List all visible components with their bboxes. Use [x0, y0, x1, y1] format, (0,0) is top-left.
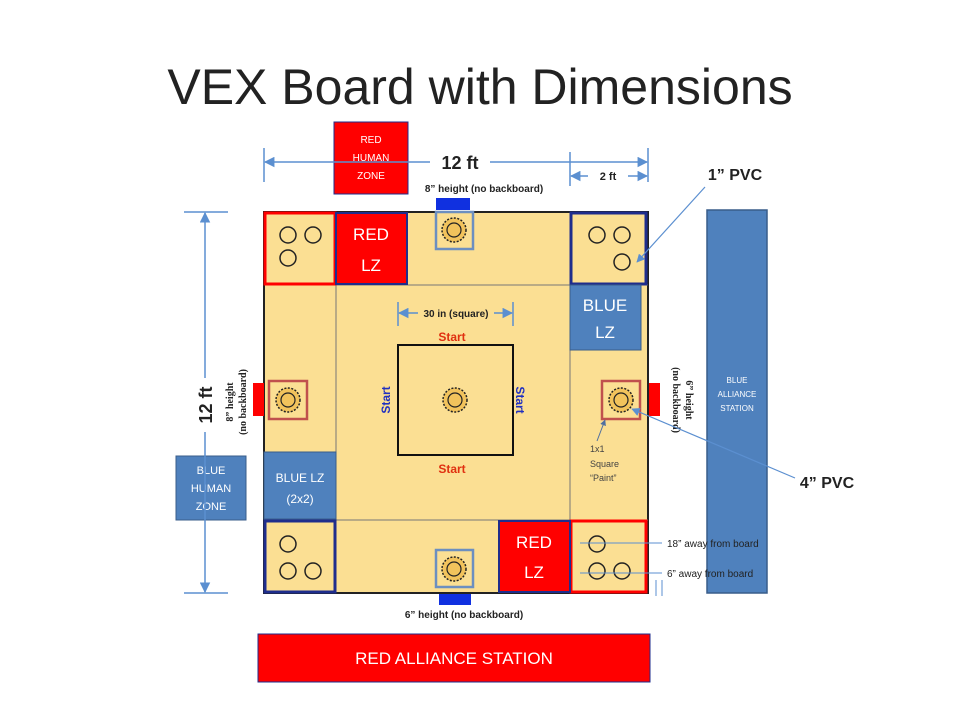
- ball: [304, 226, 322, 244]
- red-human-zone-line2: HUMAN: [353, 153, 390, 164]
- corner-zone-bottom-left: [263, 519, 337, 594]
- pvc-1-label: 1” PVC: [708, 167, 763, 184]
- paint-note-line2: Square: [590, 459, 619, 469]
- two-ft-label: 2 ft: [600, 171, 617, 183]
- ball: [304, 562, 322, 580]
- height-dimension-label: 12 ft: [196, 386, 216, 423]
- square-dimension-label: 30 in (square): [423, 309, 488, 320]
- red-lz-top-line2: LZ: [361, 256, 381, 275]
- ball: [279, 535, 297, 553]
- corner-zone-bottom-right: [569, 519, 648, 594]
- paint-note-line1: 1x1: [590, 444, 605, 454]
- ball: [279, 249, 297, 267]
- left-goal-height-line2: (no backboard): [238, 369, 249, 435]
- red-alliance-station-label: RED ALLIANCE STATION: [355, 649, 553, 668]
- center-goal: [442, 387, 468, 413]
- page-title: VEX Board with Dimensions: [167, 59, 793, 115]
- red-lz-bottom: [498, 520, 571, 593]
- top-goal-height-label: 8” height (no backboard): [425, 184, 543, 195]
- right-goal-height-line1: 6” height: [683, 380, 694, 420]
- start-label-right: Start: [513, 386, 527, 413]
- ball: [613, 562, 631, 580]
- pvc-4-label: 4” PVC: [800, 475, 855, 492]
- blue-lz-left-line1: BLUE LZ: [276, 471, 325, 485]
- ball: [613, 253, 631, 271]
- blue-human-zone-line3: ZONE: [196, 501, 227, 513]
- blue-human-zone: [175, 455, 247, 521]
- blue-lz-right-line1: BLUE: [583, 296, 627, 315]
- red-lz-bottom-line1: RED: [516, 533, 552, 552]
- ball: [279, 562, 297, 580]
- two-ft-dimension: [569, 152, 649, 186]
- blue-alliance-station: [706, 209, 768, 594]
- paint-note-pointer: [596, 419, 606, 442]
- corner-zone-top-right: [569, 211, 648, 286]
- square-dimension: [397, 302, 514, 326]
- bottom-goal-height-label: 6” height (no backboard): [405, 610, 523, 621]
- away-6-label: 6” away from board: [667, 569, 753, 580]
- blue-human-zone-line2: HUMAN: [191, 483, 231, 495]
- ball: [588, 535, 606, 553]
- blue-alliance-station-line1: BLUE: [727, 376, 748, 385]
- red-human-zone: [333, 121, 409, 195]
- goal-right: [600, 379, 660, 421]
- corner-zone-top-left: [263, 211, 337, 286]
- away-18-label: 18” away from board: [667, 539, 759, 550]
- start-label-top: Start: [438, 330, 465, 344]
- goal-left: [253, 379, 309, 421]
- start-label-left: Start: [379, 386, 393, 413]
- ball: [588, 226, 606, 244]
- pvc-1-pointer: [636, 186, 706, 263]
- red-human-zone-line1: RED: [360, 135, 381, 146]
- red-lz-top: [335, 212, 408, 285]
- corner-balls: [279, 226, 631, 580]
- pvc-4-pointer: [631, 408, 796, 479]
- game-field: RED LZ BLUE LZ RED LZ BLUE LZ (2x2) Star…: [253, 198, 660, 605]
- blue-lz-left: [263, 451, 337, 520]
- goal-bottom: [434, 548, 475, 605]
- red-lz-bottom-line2: LZ: [524, 563, 544, 582]
- blue-alliance-station-line2: ALLIANCE: [718, 390, 757, 399]
- width-dimension-label: 12 ft: [441, 153, 478, 173]
- blue-lz-right: [569, 284, 642, 351]
- blue-human-zone-line1: BLUE: [197, 465, 226, 477]
- ball: [613, 226, 631, 244]
- red-lz-top-line1: RED: [353, 225, 389, 244]
- paint-note-line3: “Paint”: [590, 473, 617, 483]
- goal-top: [434, 198, 475, 251]
- height-dimension: [184, 211, 228, 594]
- left-goal-height-line1: 8” height: [225, 382, 236, 422]
- ball: [588, 562, 606, 580]
- blue-lz-right-line2: LZ: [595, 323, 615, 342]
- ball: [279, 226, 297, 244]
- red-human-zone-line3: ZONE: [357, 171, 385, 182]
- start-square: [397, 344, 514, 456]
- right-goal-height-line2: (no backboard): [670, 367, 681, 433]
- blue-lz-left-line2: (2x2): [286, 492, 313, 506]
- red-alliance-station: [257, 633, 651, 683]
- start-label-bottom: Start: [438, 462, 465, 476]
- blue-alliance-station-line3: STATION: [720, 404, 754, 413]
